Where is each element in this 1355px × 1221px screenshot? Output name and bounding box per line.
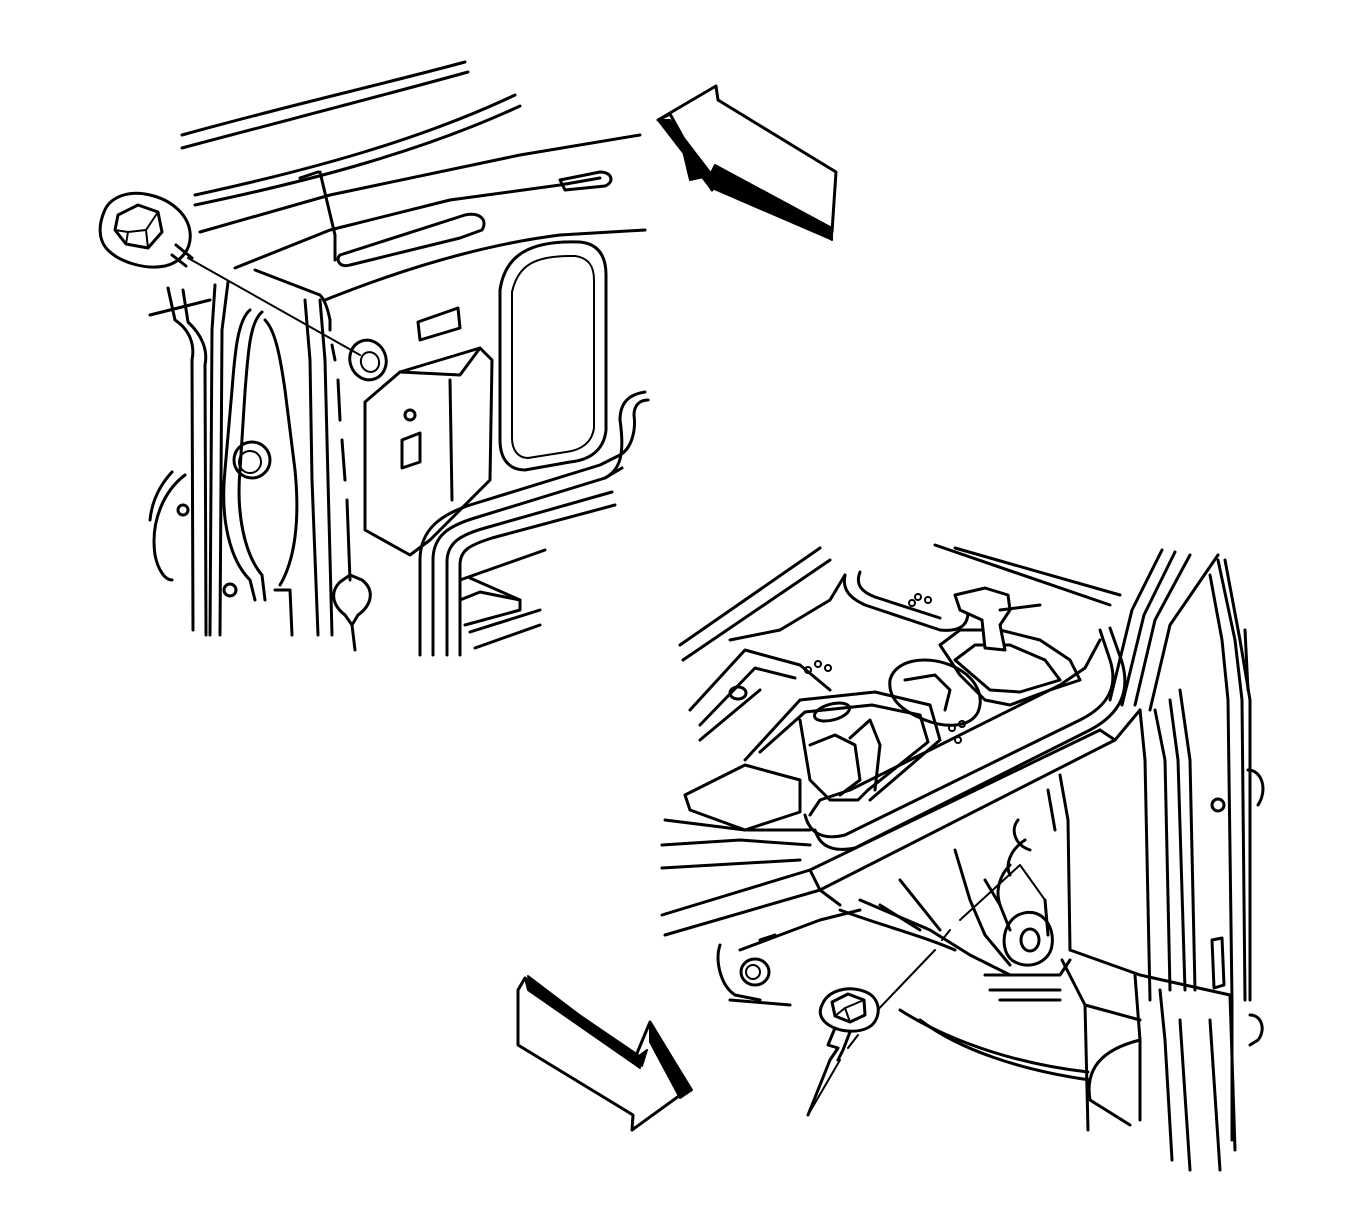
spring-seat <box>888 586 1082 727</box>
right-pillar <box>1108 548 1265 1142</box>
bolt-hole-upper <box>348 338 388 382</box>
lower-left-tab <box>716 943 792 1007</box>
cross-member <box>688 570 970 802</box>
locator-tab-line <box>350 623 357 652</box>
mount-assembly <box>738 773 1092 1082</box>
direction-arrow-upper <box>656 84 838 241</box>
label-plate <box>416 306 462 342</box>
bolt-leader-line-lower <box>807 864 1046 1116</box>
left-pillar <box>148 280 334 637</box>
center-line <box>328 318 352 582</box>
lower-right-view <box>516 543 1265 1172</box>
upper-panel <box>198 133 647 322</box>
locator-tab <box>332 573 372 627</box>
upper-body-lines <box>678 543 1122 662</box>
upper-left-view <box>98 60 838 657</box>
hex-screw-icon <box>806 987 880 1117</box>
mounting-bracket <box>363 346 494 557</box>
hex-flange-bolt-icon <box>98 191 194 269</box>
frame-rail <box>660 626 1142 937</box>
bolt-leader-tip <box>1043 898 1050 937</box>
lower-bracket <box>1060 948 1237 1172</box>
window-opening <box>498 240 608 472</box>
bolt-leader-line-upper <box>187 257 361 356</box>
lower-frame-rails <box>418 390 650 657</box>
roof-edge-lines <box>180 60 522 207</box>
direction-arrow-lower <box>516 975 693 1132</box>
